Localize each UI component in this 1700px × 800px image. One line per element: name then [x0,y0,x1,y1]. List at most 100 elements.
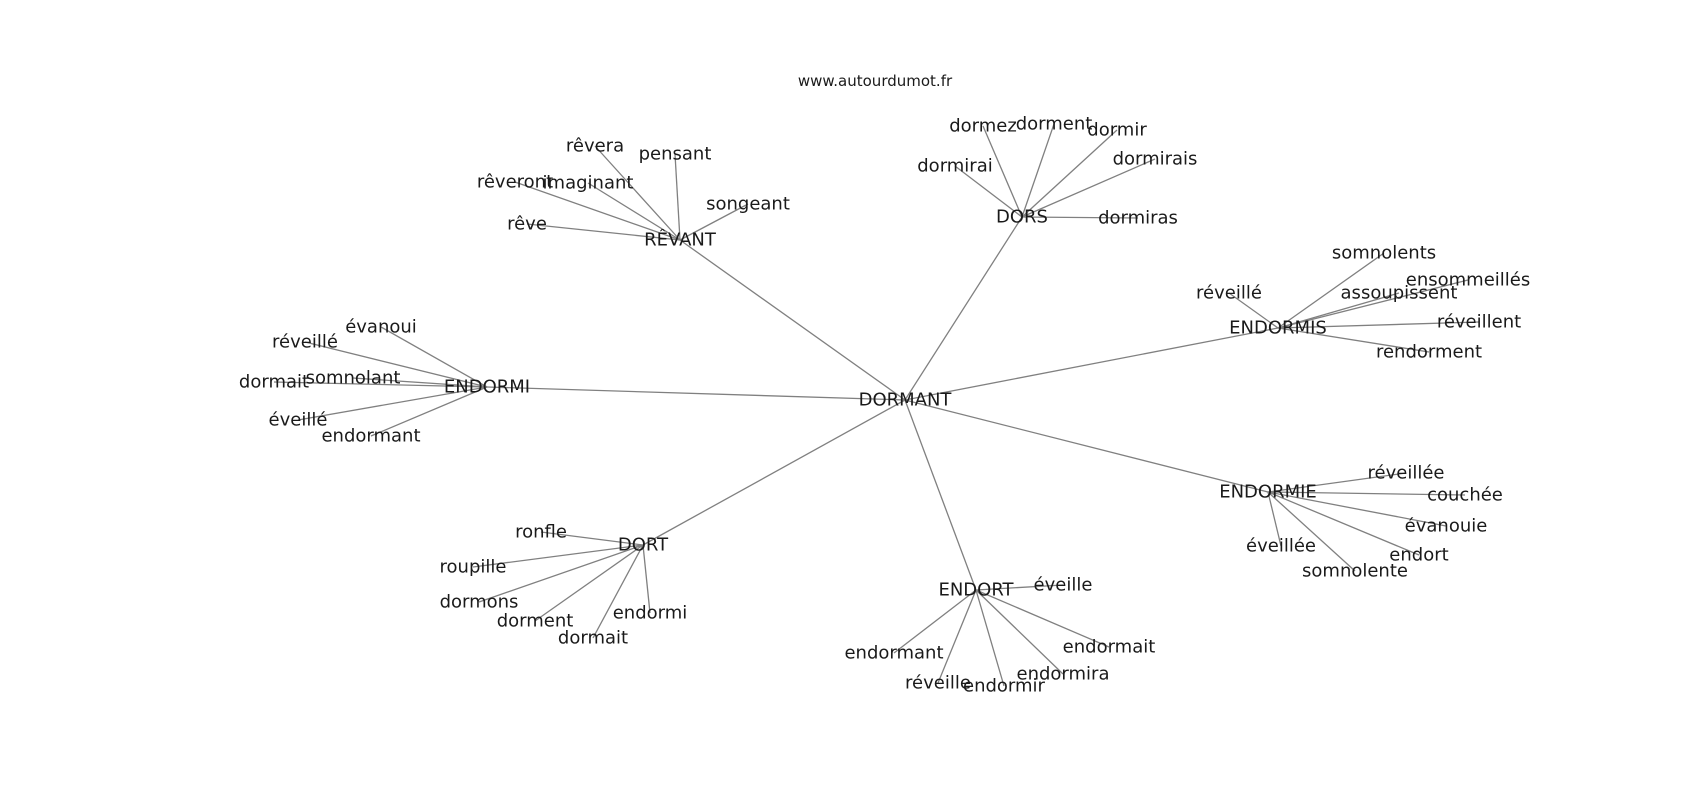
word-node-label: ensommeillés [1406,270,1530,291]
edge-hub-word [1267,491,1420,556]
source-label: www.autourdumot.fr [797,72,953,90]
edge-hub-word [1277,321,1480,329]
edge-hub-word [540,531,644,546]
word-node-label: somnolant [306,368,401,389]
edge-hub-word [587,182,681,241]
word-node-label: dorment [497,611,574,632]
edge-hub-word [954,165,1023,218]
hub-node-label: ENDORT [938,580,1014,601]
edge-hub-word [937,589,977,684]
edge-hub-word [1277,327,1430,353]
edge-hub-word [514,181,681,241]
word-node-label: dormir [1087,120,1147,141]
hub-node-label: ENDORMIE [1219,482,1317,503]
word-node-label: rêvera [566,136,624,157]
edge-root-hub [904,399,977,591]
edge-root-hub [679,239,906,401]
edge-hub-word [1267,472,1407,493]
word-node-label: réveillent [1437,312,1521,333]
word-node-label: évanouie [1405,516,1488,537]
edge-hub-word [352,377,488,388]
word-node-label: endormi [613,603,688,624]
edge-hub-word [982,125,1023,218]
hub-node-label: RÊVANT [644,229,717,251]
edges [273,123,1480,687]
word-node-label: éveille [1034,575,1093,596]
edge-hub-word [679,203,749,241]
word-node-label: dormait [239,372,309,393]
edge-hub-word [1021,129,1118,218]
word-node-label: dormiras [1098,208,1178,229]
word-node-label: rêveront [477,172,553,193]
hub-node-label: DORS [996,207,1048,228]
root-node-label: DORMANT [859,390,953,411]
word-node-label: assoupissent [1341,283,1458,304]
word-node-label: dormait [558,628,628,649]
edge-hub-word [1021,158,1156,218]
word-node-label: réveille [905,673,971,694]
hub-node-label: ENDORMI [444,377,530,398]
edge-hub-word [1277,252,1385,329]
edge-root-hub [904,399,1269,493]
word-node-label: dormez [949,116,1017,137]
word-node-label: réveillé [272,332,338,353]
word-node-label: rêve [507,214,547,235]
edge-root-hub [904,327,1279,401]
edge-hub-word [1267,491,1447,527]
word-node-label: dormirai [917,156,993,177]
word-node-label: couchée [1427,485,1503,506]
word-node-label: endort [1389,545,1448,566]
word-node-label: dorment [1016,114,1093,135]
edge-hub-word [975,584,1064,591]
edge-hub-word [1277,292,1400,329]
edge-hub-word [594,145,681,241]
word-node-label: songeant [706,194,790,215]
word-node-label: roupille [440,557,507,578]
edge-hub-word [975,589,1064,675]
word-node-label: dormons [440,592,519,613]
edge-hub-word [526,223,681,241]
edge-hub-word [1267,491,1282,547]
labels: DORMANT RÊVANT rêvera pensant rêverontimagin… [239,114,1530,697]
word-node-label: endormir [963,676,1046,697]
word-node-label: imaginant [543,173,634,194]
word-node-label: somnolents [1332,243,1436,264]
word-node-label: endormira [1017,664,1110,685]
edge-hub-word [975,589,1005,687]
word-node-label: éveillée [1246,536,1316,557]
edge-hub-word [1021,123,1055,218]
edge-hub-word [297,386,488,421]
edge-hub-word [1277,279,1469,329]
edge-hub-word [592,544,644,639]
hub-node-label: DORT [618,535,669,556]
edge-root-hub [642,399,906,546]
edge-root-hub [486,386,906,401]
edge-hub-word [642,544,651,614]
word-node-label: endormant [844,643,943,664]
edge-hub-word [472,544,644,568]
edge-hub-word [380,326,488,388]
word-node-label: pensant [639,144,712,165]
word-node-label: évanoui [345,317,417,338]
word-node-label: rendorment [1376,342,1482,363]
word-node-label: somnolente [1302,561,1408,582]
edge-hub-word [534,544,644,622]
word-node-label: éveillé [269,410,328,431]
edge-root-hub [904,216,1023,401]
edge-hub-word [893,589,977,654]
edge-hub-word [304,341,488,388]
edge-hub-word [1267,491,1356,572]
word-node-label: dormirais [1113,149,1198,170]
edge-hub-word [1021,216,1139,219]
word-node-label: réveillé [1196,283,1262,304]
edge-hub-word [1228,292,1279,329]
edge-hub-word [1267,491,1466,496]
word-node-label: ronfle [515,522,567,543]
word-node-label: endormant [321,426,420,447]
edge-hub-word [370,386,488,437]
hub-node-label: ENDORMIS [1229,318,1327,339]
word-node-label: endormait [1063,637,1156,658]
edge-hub-word [478,544,644,603]
edge-hub-word [674,153,681,241]
